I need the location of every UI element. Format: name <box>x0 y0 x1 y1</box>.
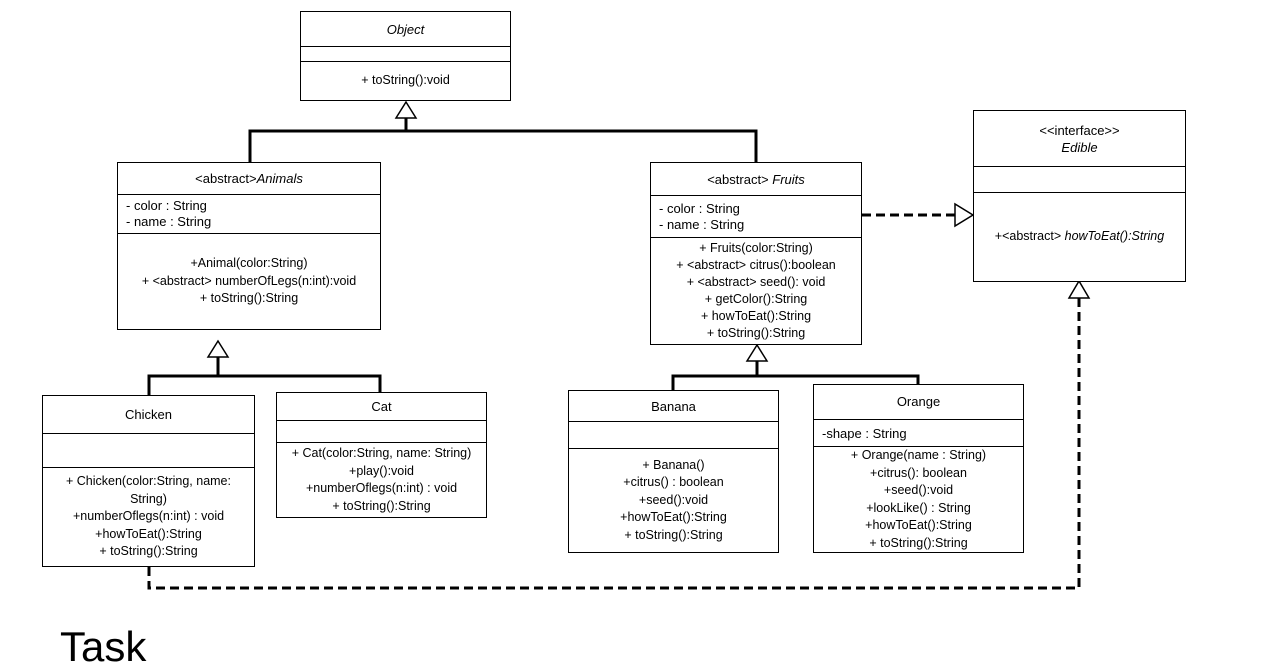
class-animals-attributes: - color : String - name : String <box>118 194 380 233</box>
method: +lookLike() : String <box>866 500 971 515</box>
method-name: howToEat():String <box>1064 229 1165 244</box>
class-animals-methods: +Animal(color:String) + <abstract> numbe… <box>118 233 380 329</box>
class-fruits-methods: + Fruits(color:String) + <abstract> citr… <box>651 237 861 344</box>
method: +seed():void <box>638 492 709 507</box>
method: + Cat(color:String, name: String) <box>291 446 472 460</box>
method: + toString():String <box>869 535 968 550</box>
class-fruits-title: <abstract> Fruits <box>707 171 805 188</box>
method: + Banana() <box>642 457 705 472</box>
generalization-to-animals <box>147 357 382 395</box>
class-object-title: Object <box>386 21 425 37</box>
class-chicken-header: Chicken <box>43 396 254 433</box>
method: +citrus(): boolean <box>870 465 967 480</box>
attribute: - name : String <box>659 217 745 232</box>
task-heading: Task <box>60 623 147 670</box>
class-object-attributes <box>301 46 510 61</box>
class-animals[interactable]: <abstract>Animals - color : String - nam… <box>117 162 381 330</box>
class-animals-header: <abstract>Animals <box>118 163 380 194</box>
method: + getColor():String <box>704 292 808 306</box>
class-chicken-methods: + Chicken(color:String, name: String) +n… <box>43 467 254 566</box>
class-cat-title: Cat <box>371 399 392 414</box>
method: +numberOflegs(n:int) : void <box>305 481 458 495</box>
method: + <abstract> seed(): void <box>686 275 826 289</box>
stereotype: <abstract> <box>707 171 773 187</box>
interface-edible-header: <<interface>> Edible <box>974 111 1185 166</box>
class-fruits-header: <abstract> Fruits <box>651 163 861 195</box>
interface-edible-attributes <box>974 166 1185 192</box>
attribute: - name : String <box>126 214 212 229</box>
method: + <abstract> numberOfLegs(n:int):void <box>141 273 357 288</box>
method: +<abstract> howToEat():String <box>995 228 1164 246</box>
class-fruits[interactable]: <abstract> Fruits - color : String - nam… <box>650 162 862 345</box>
attribute: - color : String <box>126 198 207 213</box>
class-orange-methods: + Orange(name : String) +citrus(): boole… <box>814 446 1023 552</box>
method: +seed():void <box>883 483 954 497</box>
method: + Fruits(color:String) <box>699 241 813 255</box>
interface-edible[interactable]: <<interface>> Edible +<abstract> howToEa… <box>973 110 1186 282</box>
method: + toString():void <box>361 73 450 88</box>
class-name: Animals <box>256 171 303 186</box>
class-object-methods: + toString():void <box>301 61 510 100</box>
interface-edible-stereotype: <<interface>> <box>1039 122 1120 138</box>
class-banana-attributes <box>569 421 778 448</box>
method: + toString():String <box>624 527 723 542</box>
method: + toString():String <box>99 544 198 559</box>
realization-chicken-edible <box>147 298 1081 590</box>
method-modifier: +<abstract> <box>994 229 1065 244</box>
method: + Orange(name : String) <box>850 448 987 462</box>
generalization-arrowhead-animals <box>206 339 230 358</box>
class-chicken[interactable]: Chicken + Chicken(color:String, name: St… <box>42 395 255 567</box>
method: +play():void <box>349 463 414 478</box>
class-cat-methods: + Cat(color:String, name: String) +play(… <box>277 442 486 517</box>
generalization-to-fruits <box>671 361 920 390</box>
method: + toString():String <box>706 326 806 340</box>
class-orange-header: Orange <box>814 385 1023 419</box>
method: + howToEat():String <box>700 309 812 323</box>
method: +howToEat():String <box>620 510 727 525</box>
class-banana-methods: + Banana() +citrus() : boolean +seed():v… <box>569 448 778 552</box>
class-orange[interactable]: Orange -shape : String + Orange(name : S… <box>813 384 1024 553</box>
class-cat-header: Cat <box>277 393 486 420</box>
class-orange-attributes: -shape : String <box>814 418 1023 446</box>
stereotype: <abstract> <box>195 171 257 186</box>
method: +howToEat():String <box>865 518 972 532</box>
interface-edible-title: Edible <box>1061 139 1098 155</box>
method: +howToEat():String <box>95 526 202 541</box>
class-chicken-title: Chicken <box>125 407 172 422</box>
class-banana-title: Banana <box>651 398 696 414</box>
generalization-arrowhead-object <box>394 100 418 119</box>
generalization-arrowhead-fruits <box>745 343 769 362</box>
class-cat-attributes <box>277 420 486 442</box>
method: + toString():String <box>199 291 299 306</box>
class-chicken-attributes <box>43 433 254 467</box>
method: +numberOflegs(n:int) : void <box>72 509 225 524</box>
class-banana[interactable]: Banana + Banana() +citrus() : boolean +s… <box>568 390 779 553</box>
class-object-header: Object <box>301 12 510 46</box>
method: +Animal(color:String) <box>190 256 308 271</box>
method: +citrus() : boolean <box>623 475 724 490</box>
attribute: -shape : String <box>822 425 907 441</box>
attribute: - color : String <box>659 201 740 216</box>
class-banana-header: Banana <box>569 391 778 421</box>
interface-edible-methods: +<abstract> howToEat():String <box>974 192 1185 281</box>
class-object[interactable]: Object + toString():void <box>300 11 511 101</box>
class-orange-title: Orange <box>896 394 941 410</box>
method: + Chicken(color:String, name: String) <box>65 474 231 506</box>
realization-arrowhead-chicken-edible <box>1067 279 1091 299</box>
generalization-to-object <box>248 118 758 162</box>
class-cat[interactable]: Cat + Cat(color:String, name: String) +p… <box>276 392 487 518</box>
method: + <abstract> citrus():boolean <box>676 258 836 272</box>
class-animals-title: <abstract>Animals <box>195 170 303 187</box>
realization-arrowhead-fruits-edible <box>954 202 975 228</box>
connector-layer <box>147 100 1091 590</box>
method: + toString():String <box>332 498 431 513</box>
class-name: Fruits <box>772 171 805 187</box>
class-fruits-attributes: - color : String - name : String <box>651 195 861 237</box>
